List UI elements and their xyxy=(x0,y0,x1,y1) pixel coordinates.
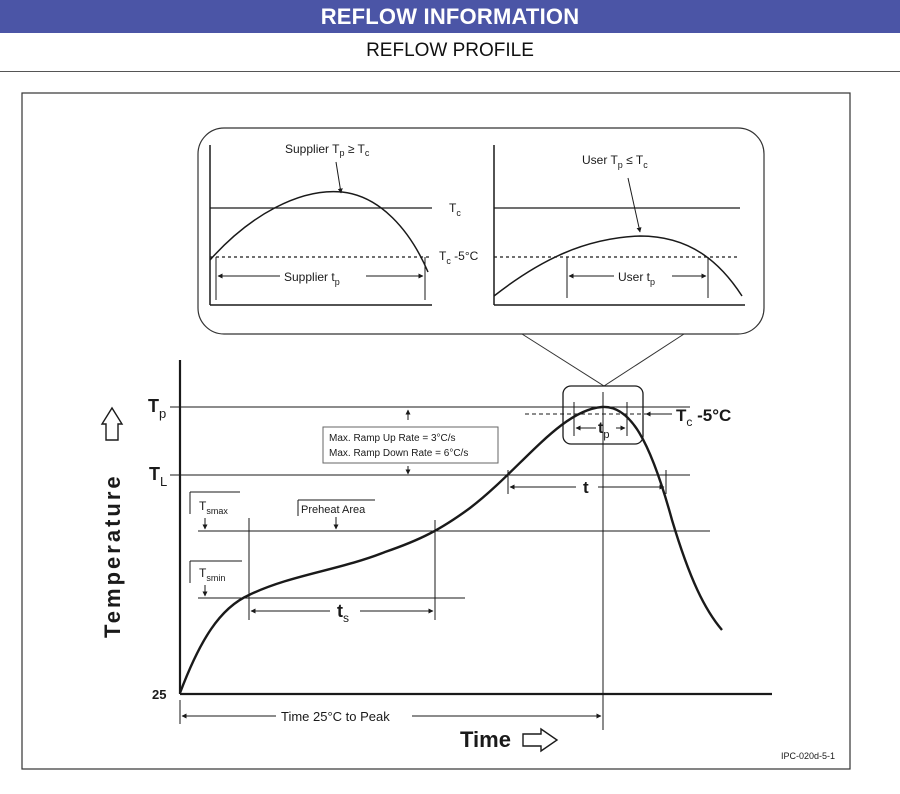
ramp-up-text: Max. Ramp Up Rate = 3°C/s xyxy=(329,433,456,444)
t-span-label: t xyxy=(583,478,589,497)
diagram-frame xyxy=(21,92,851,770)
peak-magnifier-box xyxy=(562,385,644,445)
preheat-label: Preheat Area xyxy=(301,504,366,516)
tsmax-label: Tsmax xyxy=(199,499,228,516)
banner-title: REFLOW INFORMATION xyxy=(320,4,580,29)
tsmin-label: Tsmin xyxy=(199,566,225,583)
ramp-rate-box: Max. Ramp Up Rate = 3°C/s Max. Ramp Down… xyxy=(322,409,499,475)
main-tc5-label: Tc -5°C xyxy=(676,406,731,429)
start-temp-label: 25 xyxy=(152,687,166,702)
ts-span-label: ts xyxy=(337,601,349,625)
inset-right-panel: User Tp ≤ Tc User tp xyxy=(493,145,745,306)
x-axis-arrow-icon xyxy=(522,727,559,753)
tl-label: TL xyxy=(149,464,167,489)
y-axis-arrow-icon xyxy=(100,406,124,441)
reflow-profile-curve xyxy=(178,405,723,694)
inset-tc5-label: Tc -5°C xyxy=(439,249,479,266)
section-subtitle: REFLOW PROFILE xyxy=(366,40,534,61)
inset-right-curve xyxy=(493,235,743,297)
inset-right-annotation-arrow xyxy=(627,177,642,233)
tsmin-marker: Tsmin xyxy=(189,560,242,597)
ramp-rate-frame xyxy=(322,426,499,464)
callout-line-right xyxy=(603,333,685,387)
inset-right-annotation: User Tp ≤ Tc xyxy=(582,153,648,170)
x-axis-title: Time xyxy=(460,727,511,752)
y-axis-title: Temperature xyxy=(100,473,125,638)
inset-right-span-label: User tp xyxy=(618,270,655,287)
preheat-area-marker: Preheat Area xyxy=(297,499,375,530)
inset-left-annotation: Supplier Tp ≥ Tc xyxy=(285,142,370,158)
tp-label: Tp xyxy=(148,396,166,421)
inset-left-annotation-arrow xyxy=(335,161,343,194)
tsmax-marker: Tsmax xyxy=(189,491,240,530)
inset-bubble xyxy=(197,127,765,335)
page-banner: REFLOW INFORMATION xyxy=(0,0,900,33)
ramp-down-text: Max. Ramp Down Rate = 6°C/s xyxy=(329,448,468,459)
inset-left-span-label: Supplier tp xyxy=(284,270,340,287)
tp-span-label: tp xyxy=(598,420,609,441)
inset-tc-label: Tc xyxy=(449,201,461,218)
callout-line-left xyxy=(521,333,605,387)
time-to-peak-label: Time 25°C to Peak xyxy=(281,709,390,724)
inset-left-panel: Supplier Tp ≥ Tc Supplier tp xyxy=(209,142,432,306)
header-divider xyxy=(0,71,900,72)
figure-id: IPC-020d-5-1 xyxy=(781,751,835,761)
